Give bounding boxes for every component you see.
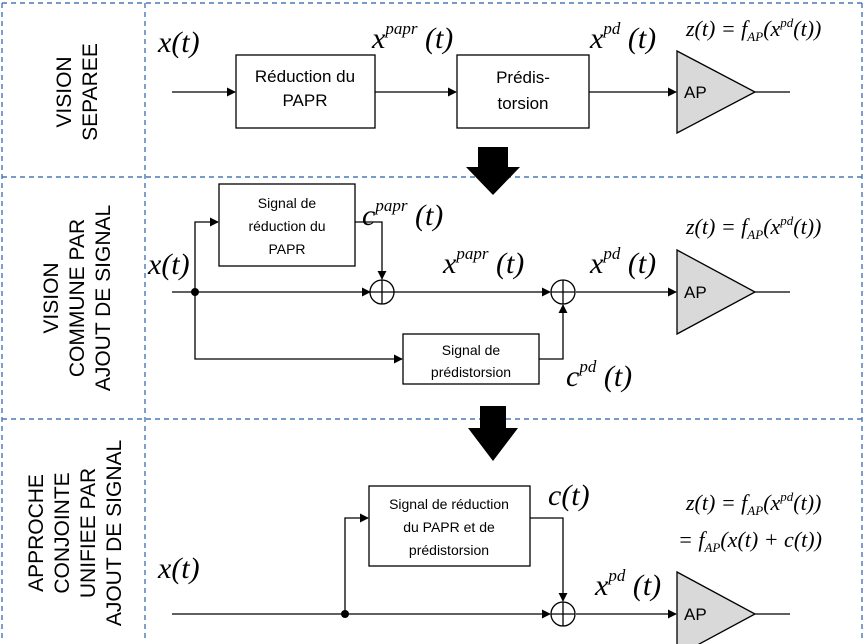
section-2-diagram: x(t) Signal de réduction du PAPR Signal …	[147, 183, 821, 393]
section-label-1: VISION SEPAREE	[53, 43, 102, 141]
s3-amplifier	[676, 570, 757, 644]
s2-predist-block	[402, 333, 540, 385]
s2-predist-block-line-1: Signal de	[442, 342, 501, 358]
s2-papr-block-line-2: réduction du	[248, 218, 325, 234]
s2-amp-label: AP	[684, 283, 707, 302]
s2-xpapr-label: xpapr (t)	[442, 244, 524, 280]
s2-papr-block	[218, 183, 356, 267]
section-2-line-2: COMMUNE PAR	[66, 219, 89, 377]
s1-papr-block-line-2: PAPR	[282, 91, 327, 110]
s2-cpapr-label: cpapr (t)	[362, 196, 443, 232]
s1-xpd-label: xpd (t)	[589, 19, 656, 55]
transition-arrow-1	[466, 147, 520, 195]
s2-xpd-label: xpd (t)	[589, 244, 656, 280]
s1-input-label: x(t)	[157, 26, 200, 59]
section-label-3: APPROCHE CONJOINTE UNIFIEE PAR AJOUT DE …	[25, 440, 126, 626]
s2-cpd-label: cpd (t)	[566, 357, 632, 393]
s3-joint-block-line-1: Signal de réduction	[389, 496, 509, 512]
section-1-line-2: SEPAREE	[79, 43, 102, 141]
s2-papr-block-line-3: PAPR	[268, 241, 305, 257]
section-3-line-3: UNIFIEE PAR	[77, 468, 100, 598]
s3-joint-block	[368, 485, 531, 567]
s3-c-label: c(t)	[548, 479, 590, 512]
section-label-2: VISION COMMUNE PAR AJOUT DE SIGNAL	[40, 205, 115, 391]
s2-input-label: x(t)	[147, 248, 190, 281]
s2-papr-block-line-1: Signal de	[258, 195, 317, 211]
transition-arrow-2	[468, 406, 518, 461]
s1-predist-block-line-2: torsion	[497, 94, 548, 113]
section-2-line-3: AJOUT DE SIGNAL	[92, 205, 115, 391]
s2-output-equation: z(t) = fAP(xpd(t))	[685, 213, 821, 242]
s1-predist-block-line-1: Prédis-	[496, 68, 550, 87]
s1-output-equation: z(t) = fAP(xpd(t))	[685, 15, 821, 44]
s3-amp-label: AP	[684, 605, 707, 624]
s1-xpapr-label: xpapr (t)	[371, 19, 453, 55]
s2-amplifier	[676, 248, 757, 336]
section-3-line-1: APPROCHE	[25, 474, 48, 592]
s3-joint-block-line-2: du PAPR et de	[403, 519, 495, 535]
s3-output-equation-2: = fAP(x(t) + c(t))	[678, 527, 822, 555]
section-3-line-2: CONJOINTE	[51, 472, 74, 593]
s3-joint-block-line-3: prédistorsion	[409, 542, 489, 558]
section-3-line-4: AJOUT DE SIGNAL	[103, 440, 126, 626]
s1-papr-block-line-1: Réduction du	[255, 67, 355, 86]
s1-amp-label: AP	[684, 83, 707, 102]
section-1-diagram: x(t) Réduction du PAPR Prédis- torsion x…	[157, 15, 821, 135]
section-2-line-1: VISION	[40, 262, 63, 333]
s1-amplifier	[676, 49, 757, 135]
s3-output-equation-1: z(t) = fAP(xpd(t))	[685, 489, 821, 518]
s1-papr-block	[235, 54, 376, 129]
s1-predist-block	[456, 54, 590, 129]
s2-predist-block-line-2: prédistorsion	[431, 364, 511, 380]
s3-xpd-label: xpd (t)	[594, 566, 661, 602]
section-1-line-1: VISION	[53, 56, 76, 127]
section-3-diagram: x(t) Signal de réduction du PAPR et de p…	[157, 479, 822, 644]
s3-input-label: x(t)	[157, 552, 200, 585]
